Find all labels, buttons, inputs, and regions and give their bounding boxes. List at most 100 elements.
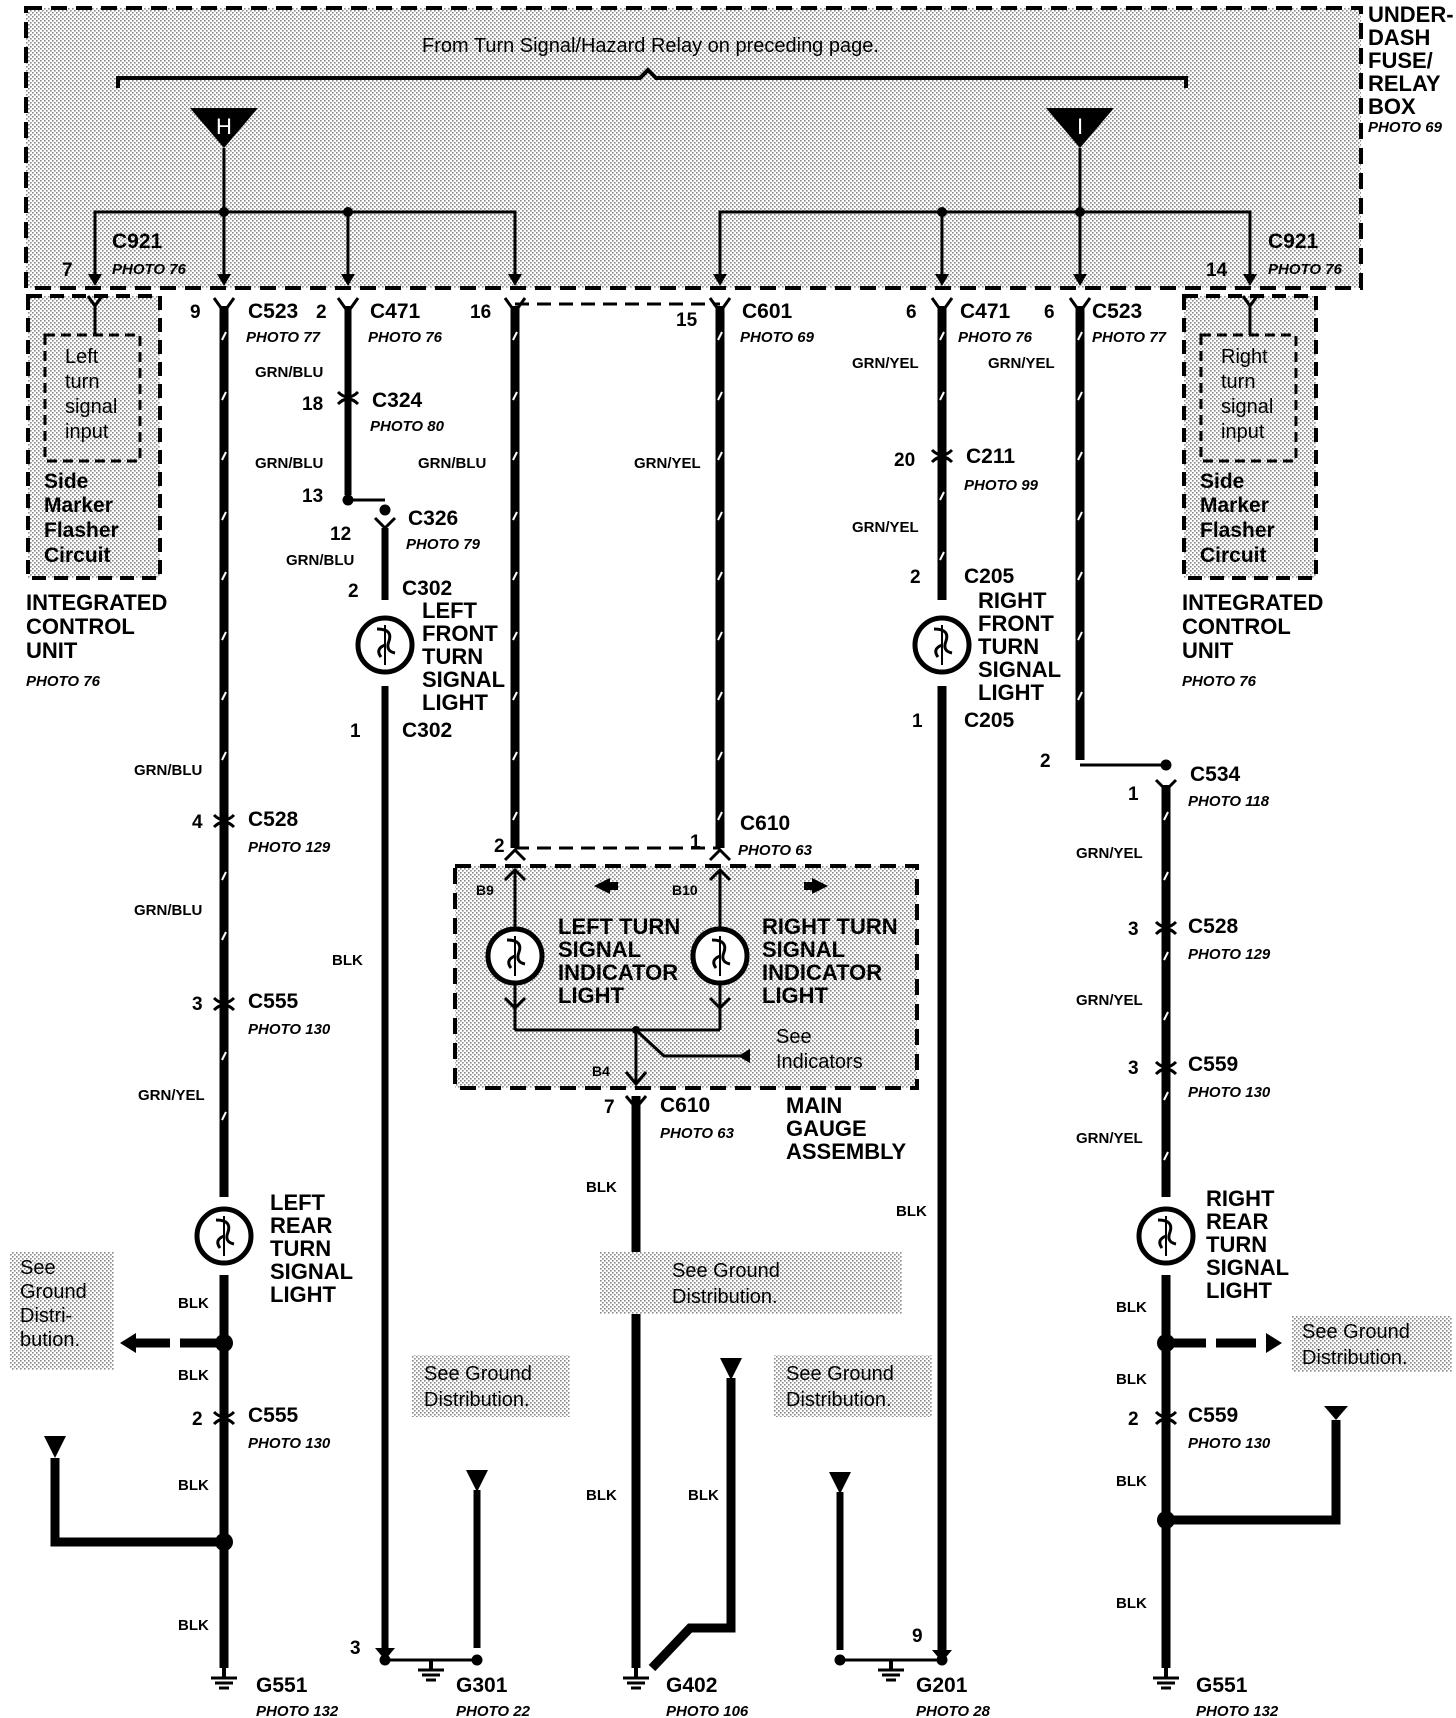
- wire-grn-yel: GRN/YEL: [988, 355, 1055, 372]
- icu-left-unit-line: INTEGRATED: [26, 590, 167, 615]
- c921-left-pin: 7: [62, 260, 73, 281]
- lr-line: REAR: [270, 1213, 332, 1238]
- wire-grn-blu: GRN/BLU: [418, 455, 486, 472]
- wire-blk: BLK: [1116, 1473, 1147, 1490]
- icu-left-box-line: Left: [65, 346, 99, 368]
- icu-left-box-line: signal: [65, 396, 117, 418]
- svg-text:BOX: BOX: [1368, 94, 1416, 119]
- gauge-assembly-line: ASSEMBLY: [786, 1139, 907, 1164]
- c471-left-name: C471: [370, 300, 421, 323]
- c534-pin-b: 1: [1128, 784, 1139, 805]
- feed-h-label: H: [216, 114, 232, 139]
- left-ind-line: LEFT TURN: [558, 914, 680, 939]
- fuse-box-line: FUSE/: [1368, 48, 1433, 73]
- c601-name: C601: [742, 300, 793, 323]
- c610-bottom-name: C610: [660, 1094, 710, 1117]
- see-ground-g301-line: See Ground: [424, 1363, 532, 1385]
- wire-blk: BLK: [586, 1487, 617, 1504]
- g301-photo: PHOTO 22: [456, 1703, 531, 1718]
- see-ground-notes: See Ground Distri- bution. See Ground Di…: [10, 1252, 1452, 1417]
- c534-photo: PHOTO 118: [1188, 793, 1270, 810]
- wire-blk: BLK: [1116, 1299, 1147, 1316]
- c211-pin: 20: [894, 450, 915, 471]
- wire-grn-blu: GRN/BLU: [255, 455, 323, 472]
- icu-right-box-line: signal: [1221, 396, 1273, 418]
- lf-line: FRONT: [422, 621, 498, 646]
- g201-pin: 9: [912, 1626, 923, 1647]
- icu-right-unit-line: UNIT: [1182, 638, 1234, 663]
- wire-grn-blu: GRN/BLU: [134, 762, 202, 779]
- fuse-box-line: UNDER-: [1368, 2, 1454, 27]
- c559-a-name: C559: [1188, 1053, 1238, 1076]
- c555-b-photo: PHOTO 130: [248, 1435, 331, 1452]
- feed-h-triangle: [190, 108, 258, 148]
- icu-left-box-line: input: [65, 421, 109, 443]
- wire-grn-yel: GRN/YEL: [1076, 1130, 1143, 1147]
- c523-left-name: C523: [248, 300, 298, 323]
- right-ind-line: SIGNAL: [762, 937, 845, 962]
- c326-name: C326: [408, 507, 458, 530]
- right-ind-line: INDICATOR: [762, 960, 882, 985]
- see-ground-right-line: Distribution.: [1302, 1347, 1408, 1369]
- rr-line: RIGHT: [1206, 1186, 1275, 1211]
- lr-line: LIGHT: [270, 1282, 337, 1307]
- wire-blk: BLK: [332, 952, 363, 969]
- c205-pin-top: 2: [910, 567, 921, 588]
- see-ground-g201-line: Distribution.: [786, 1389, 892, 1411]
- wire-grn-blu: GRN/BLU: [134, 902, 202, 919]
- svg-text:FUSE/: FUSE/: [1368, 48, 1433, 73]
- c610-bottom-pin: 7: [604, 1097, 615, 1118]
- c555-a-name: C555: [248, 990, 299, 1013]
- see-ground-left-line: See: [20, 1257, 56, 1279]
- c523-left-photo: PHOTO 77: [246, 329, 321, 346]
- c326-photo: PHOTO 79: [406, 536, 481, 553]
- c555-b-name: C555: [248, 1404, 299, 1427]
- c610-top-name: C610: [740, 812, 790, 835]
- rf-line: SIGNAL: [978, 657, 1061, 682]
- wire-blk: BLK: [1116, 1371, 1147, 1388]
- c610-top-photo: PHOTO 63: [738, 842, 813, 859]
- see-ground-g402-line: Distribution.: [672, 1286, 778, 1308]
- svg-text:UNDER-: UNDER-: [1368, 2, 1454, 27]
- c610-bottom-photo: PHOTO 63: [660, 1125, 735, 1142]
- icu-left-box-line: turn: [65, 371, 99, 393]
- wire-blk: BLK: [178, 1617, 209, 1634]
- icu-left-photo: PHOTO 76: [26, 673, 101, 690]
- lr-line: LEFT: [270, 1190, 326, 1215]
- fuse-box-label: UNDER- DASH FUSE/ RELAY BOX PHOTO 69: [1368, 2, 1454, 136]
- g551-right-name: G551: [1196, 1674, 1248, 1697]
- icu-right: Right turn signal input Side Marker Flas…: [1182, 294, 1323, 690]
- icu-left: Left turn signal input Side Marker Flash…: [26, 294, 167, 690]
- rr-line: TURN: [1206, 1232, 1267, 1257]
- rr-line: REAR: [1206, 1209, 1268, 1234]
- c471-left-photo: PHOTO 76: [368, 329, 443, 346]
- right-rear-turn-signal-light: RIGHT REAR TURN SIGNAL LIGHT: [1139, 1186, 1289, 1303]
- icu-left-unit-line: UNIT: [26, 638, 78, 663]
- lf-line: LEFT: [422, 598, 478, 623]
- right-ind-line: RIGHT TURN: [762, 914, 898, 939]
- wire-grn-blu: GRN/BLU: [255, 364, 323, 381]
- top-connectors: 9 C523 PHOTO 77 2 C471 PHOTO 76 16 15 C6…: [190, 297, 1167, 346]
- wire-grn-yel: GRN/YEL: [852, 355, 919, 372]
- see-ground-left-line: Distri-: [20, 1305, 72, 1327]
- main-gauge-assembly: 2 1 C610 PHOTO 63 B9 B10 B4: [453, 812, 919, 1090]
- c601-photo: PHOTO 69: [740, 329, 815, 346]
- wire-blk: BLK: [896, 1203, 927, 1220]
- fuse-relay-box: From Turn Signal/Hazard Relay on precedi…: [24, 6, 1363, 290]
- c205-name-top: C205: [964, 565, 1015, 588]
- c610-bottom: 7 C610 PHOTO 63 MAIN GAUGE ASSEMBLY: [604, 1093, 907, 1164]
- rr-line: SIGNAL: [1206, 1255, 1289, 1280]
- wire-hash-marks: [221, 331, 1169, 1161]
- g551-left-name: G551: [256, 1674, 308, 1697]
- rf-line: RIGHT: [978, 588, 1047, 613]
- see-ground-right-line: See Ground: [1302, 1321, 1410, 1343]
- fuse-box-line: RELAY: [1368, 71, 1441, 96]
- c534-name: C534: [1190, 763, 1241, 786]
- c523-right-name: C523: [1092, 300, 1142, 323]
- c601-pin-a: 16: [470, 302, 491, 323]
- gauge-pin-b10: B10: [672, 882, 698, 898]
- gauge-pin-b4: B4: [592, 1063, 610, 1079]
- c528-left-pin: 4: [192, 812, 203, 833]
- c528-left-photo: PHOTO 129: [248, 839, 331, 856]
